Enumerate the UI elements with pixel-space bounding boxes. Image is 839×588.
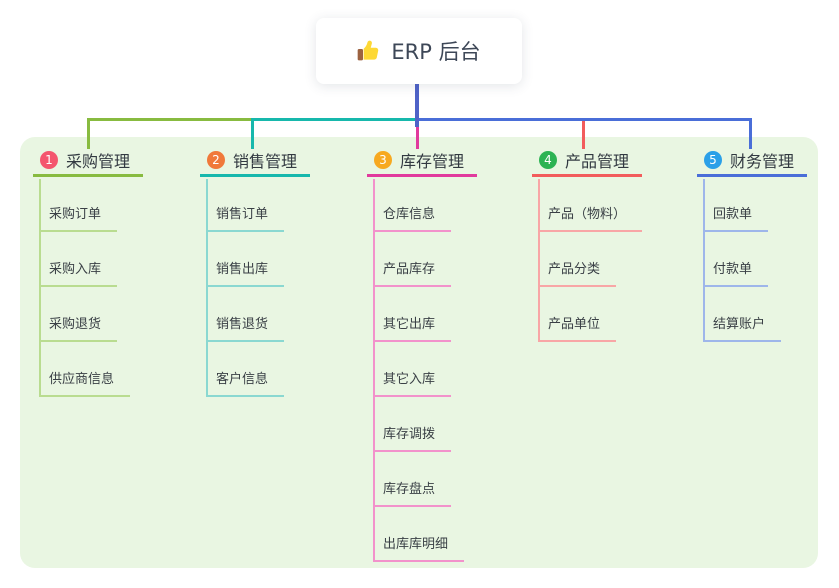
branch-badge: 1 bbox=[40, 151, 58, 169]
rail-segment bbox=[87, 118, 254, 121]
child-node[interactable]: 采购退货 bbox=[39, 314, 118, 342]
branch-badge: 2 bbox=[207, 151, 225, 169]
child-node[interactable]: 库存调拨 bbox=[373, 424, 452, 452]
branch-node-5[interactable]: 5 财务管理 bbox=[697, 146, 807, 177]
branch-label: 产品管理 bbox=[565, 152, 630, 171]
branch-node-2[interactable]: 2 销售管理 bbox=[200, 146, 310, 177]
child-node[interactable]: 产品分类 bbox=[538, 259, 617, 287]
rail-segment bbox=[416, 118, 752, 121]
child-node[interactable]: 采购入库 bbox=[39, 259, 118, 287]
child-node[interactable]: 其它入库 bbox=[373, 369, 452, 397]
branch-node-3[interactable]: 3 库存管理 bbox=[367, 146, 477, 177]
branch-label: 销售管理 bbox=[233, 152, 298, 171]
child-tree-line bbox=[373, 179, 375, 562]
child-node[interactable]: 产品库存 bbox=[373, 259, 452, 287]
branch-drop-line bbox=[749, 118, 752, 149]
child-node[interactable]: 销售订单 bbox=[206, 204, 285, 232]
root-node[interactable]: ERP 后台 bbox=[316, 18, 522, 84]
branch-drop-line bbox=[87, 118, 90, 149]
child-node[interactable]: 产品单位 bbox=[538, 314, 617, 342]
branch-drop-line bbox=[582, 118, 585, 149]
child-node[interactable]: 销售退货 bbox=[206, 314, 285, 342]
child-node[interactable]: 产品（物料） bbox=[538, 204, 643, 232]
child-node[interactable]: 结算账户 bbox=[703, 314, 782, 342]
branch-badge: 3 bbox=[374, 151, 392, 169]
child-node[interactable]: 付款单 bbox=[703, 259, 769, 287]
branch-label: 采购管理 bbox=[66, 152, 131, 171]
child-tree-line bbox=[703, 179, 705, 342]
branch-drop-line bbox=[416, 118, 419, 149]
branches-panel bbox=[20, 137, 818, 568]
rail-segment bbox=[251, 118, 419, 121]
child-node[interactable]: 出库库明细 bbox=[373, 534, 465, 562]
branch-badge: 4 bbox=[539, 151, 557, 169]
branch-node-1[interactable]: 1 采购管理 bbox=[33, 146, 143, 177]
branch-drop-line bbox=[251, 118, 254, 149]
child-node[interactable]: 销售出库 bbox=[206, 259, 285, 287]
root-line bbox=[415, 83, 419, 127]
child-node[interactable]: 库存盘点 bbox=[373, 479, 452, 507]
root-title: ERP 后台 bbox=[391, 40, 481, 64]
branch-badge: 5 bbox=[704, 151, 722, 169]
child-node[interactable]: 其它出库 bbox=[373, 314, 452, 342]
child-tree-line bbox=[206, 179, 208, 397]
child-tree-line bbox=[39, 179, 41, 397]
branch-label: 库存管理 bbox=[400, 152, 465, 171]
branch-node-4[interactable]: 4 产品管理 bbox=[532, 146, 642, 177]
child-node[interactable]: 回款单 bbox=[703, 204, 769, 232]
branch-label: 财务管理 bbox=[730, 152, 795, 171]
child-node[interactable]: 供应商信息 bbox=[39, 369, 131, 397]
child-node[interactable]: 客户信息 bbox=[206, 369, 285, 397]
child-node[interactable]: 采购订单 bbox=[39, 204, 118, 232]
child-tree-line bbox=[538, 179, 540, 342]
child-node[interactable]: 仓库信息 bbox=[373, 204, 452, 232]
thumbs-up-icon bbox=[357, 39, 381, 63]
